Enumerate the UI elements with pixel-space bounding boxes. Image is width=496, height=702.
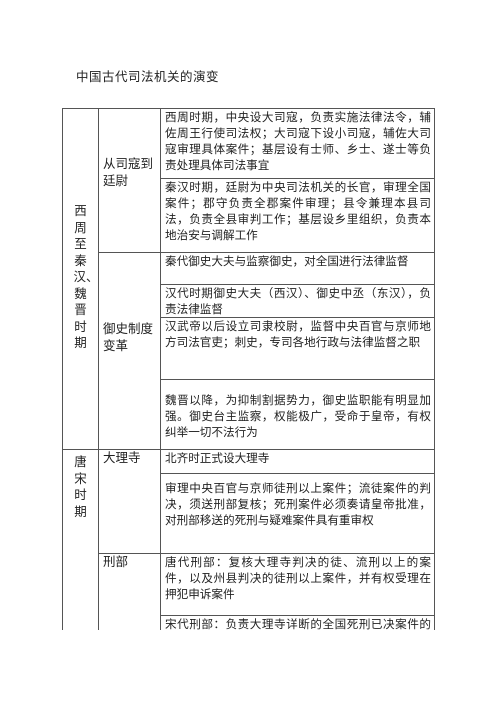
description-cell: 秦代御史大夫与监察御史，对全国进行法律监督	[160, 252, 435, 285]
description-text: 秦代御史大夫与监察御史，对全国进行法律监督	[165, 254, 409, 268]
table-row: 刑部 唐代刑部：复核大理寺判决的徒、流刑以上的案件，以及州县判决的徒刑以上案件，…	[63, 553, 435, 656]
institution-cell: 御史制度变革	[98, 252, 161, 450]
table-row: 审理中央百官与京师徒刑以上案件；流徒案件的判决，须送刑部复核；死刑案件必须奏请皇…	[63, 473, 435, 554]
description-cell: 秦汉时期，廷尉为中央司法机关的长官，审理全国案件；郡守负责全郡案件审理；县令兼理…	[160, 178, 435, 253]
description-cell: 西周时期，中央设大司寇，负责实施法律法令，辅佐周王行使司法权；大司寇下设小司寇，…	[160, 108, 435, 179]
table-row: 汉武帝以后设立司隶校尉，监督中央百官与京师地方司法官吏；刺史，专司各地行政与法律…	[63, 317, 435, 380]
institution-cell: 从司寇到廷尉	[98, 108, 161, 253]
description-text: 审理中央百官与京师徒刑以上案件；流徒案件的判决，须送刑部复核；死刑案件必须奏请皇…	[165, 481, 431, 527]
document-title: 中国古代司法机关的演变	[76, 69, 220, 84]
table-row: 御史制度变革 秦代御史大夫与监察御史，对全国进行法律监督	[63, 252, 435, 450]
table-row: 唐宋时期 大理寺 北齐时正式设大理寺	[62, 449, 435, 656]
institution-label: 御史制度变革	[103, 321, 154, 353]
description-text: 唐代刑部：复核大理寺判决的徒、流刑以上的案件，以及州县判决的徒刑以上案件，并有权…	[165, 555, 431, 601]
period-label: 西周至秦汉、魏晋时期	[73, 203, 99, 350]
institution-label: 刑部	[103, 554, 129, 569]
description-cell: 审理中央百官与京师徒刑以上案件；流徒案件的判决，须送刑部复核；死刑案件必须奏请皇…	[160, 473, 435, 554]
institution-cell: 大理寺	[98, 449, 161, 554]
period-cell: 唐宋时期	[62, 449, 99, 656]
description-cell: 唐代刑部：复核大理寺判决的徒、流刑以上的案件，以及州县判决的徒刑以上案件，并有权…	[160, 553, 435, 616]
description-cell: 汉代时期御史大夫（西汉）、御史中丞（东汉），负责法律监督	[160, 284, 435, 318]
description-text: 汉武帝以后设立司隶校尉，监督中央百官与京师地方司法官吏；刺史，专司各地行政与法律…	[165, 319, 431, 349]
description-cell: 北齐时正式设大理寺	[160, 449, 435, 474]
description-cell: 汉武帝以后设立司隶校尉，监督中央百官与京师地方司法官吏；刺史，专司各地行政与法律…	[160, 317, 435, 380]
description-text: 西周时期，中央设大司寇，负责实施法律法令，辅佐周王行使司法权；大司寇下设小司寇，…	[165, 110, 431, 172]
description-text: 秦汉时期，廷尉为中央司法机关的长官，审理全国案件；郡守负责全郡案件审理；县令兼理…	[165, 180, 431, 242]
table-row: 魏晋以降，为抑制割据势力，御史监职能有明显加强。御史台主监察，权能极广，受命于皇…	[63, 379, 435, 450]
institution-label: 从司寇到廷尉	[103, 156, 154, 188]
period-cell: 西周至秦汉、魏晋时期	[62, 108, 99, 450]
description-text: 汉代时期御史大夫（西汉）、御史中丞（东汉），负责法律监督	[165, 286, 431, 316]
judicial-history-table: 西周至秦汉、魏晋时期 从司寇到廷尉 西周时期，中央设大司寇，负责实施法律法令，辅…	[62, 108, 435, 656]
period-label: 唐宋时期	[74, 454, 87, 519]
description-cell: 魏晋以降，为抑制割据势力，御史监职能有明显加强。御史台主监察，权能极广，受命于皇…	[160, 379, 435, 450]
table-row: 西周至秦汉、魏晋时期 从司寇到廷尉 西周时期，中央设大司寇，负责实施法律法令，辅…	[62, 108, 435, 450]
description-text: 北齐时正式设大理寺	[165, 451, 270, 465]
page-bottom-margin	[0, 630, 496, 702]
institution-label: 大理寺	[103, 450, 141, 465]
table-row: 汉代时期御史大夫（西汉）、御史中丞（东汉），负责法律监督	[63, 284, 435, 318]
description-text: 魏晋以降，为抑制割据势力，御史监职能有明显加强。御史台主监察，权能极广，受命于皇…	[165, 393, 431, 439]
table-row: 秦汉时期，廷尉为中央司法机关的长官，审理全国案件；郡守负责全郡案件审理；县令兼理…	[63, 178, 435, 253]
